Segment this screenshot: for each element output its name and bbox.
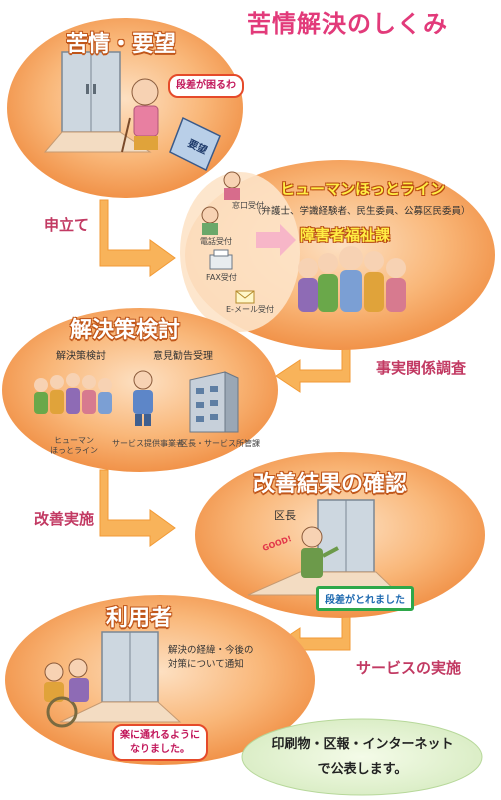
stage3-label-left: 解決策検討 bbox=[56, 351, 106, 362]
transfer-arrow-icon bbox=[256, 224, 296, 256]
fax-reception-icon bbox=[209, 249, 233, 270]
step-label-mosimate: 申立て bbox=[44, 216, 90, 234]
hotline-members-icon bbox=[34, 373, 112, 414]
publish-ellipse bbox=[241, 718, 483, 796]
service-provider-icon bbox=[133, 370, 153, 426]
stage3-label-right: 意見勧告受理 bbox=[153, 351, 213, 362]
ward-mayor-label: 区長 bbox=[274, 509, 296, 522]
wheelchair-user-icon bbox=[44, 658, 89, 728]
request-paper-icon bbox=[169, 116, 221, 172]
publish-line2: で公表します。 bbox=[317, 761, 408, 777]
channel-fax-label: FAX受付 bbox=[206, 273, 237, 282]
welfare-dept-heading: 障害者福祉課 bbox=[300, 226, 391, 244]
welfare-staff-group-icon bbox=[298, 246, 406, 312]
office-caption: 区長・サービス所管課 bbox=[180, 439, 260, 448]
ward-office-building-icon bbox=[189, 371, 239, 433]
stage1-speech-bubble: 段差が困るわ bbox=[168, 74, 244, 98]
counter-reception-icon bbox=[223, 171, 241, 200]
stage1-heading: 苦情・要望 bbox=[66, 32, 177, 57]
channel-email-label: E-メール受付 bbox=[226, 305, 274, 314]
step-label-fact-check: 事実関係調査 bbox=[376, 359, 467, 377]
channel-phone-label: 電話受付 bbox=[200, 237, 232, 246]
stage4-result-bubble: 段差がとれました bbox=[316, 586, 414, 611]
diagram-title: 苦情解決のしくみ bbox=[247, 10, 448, 38]
provider-caption: サービス提供事業者 bbox=[112, 439, 184, 448]
stage4-heading: 改善結果の確認 bbox=[253, 472, 408, 497]
publish-line1: 印刷物・区報・インターネット bbox=[271, 737, 454, 752]
hotline-members: （弁護士、学識経験者、民生委員、公募区民委員） bbox=[252, 206, 471, 217]
stage5-door-icon bbox=[59, 631, 182, 723]
ward-mayor-icon bbox=[301, 526, 339, 578]
email-reception-icon bbox=[235, 290, 255, 304]
flow-arrow-improve bbox=[99, 469, 176, 547]
elderly-woman-icon bbox=[121, 78, 159, 153]
stage3-heading: 解決策検討 bbox=[70, 318, 181, 343]
stage5-user-bubble: 楽に通れるように なりました。 bbox=[112, 724, 208, 761]
stage1-door-icon bbox=[43, 51, 152, 153]
stage5-heading: 利用者 bbox=[106, 606, 173, 631]
channel-counter-label: 窓口受付 bbox=[232, 201, 264, 210]
hotline-caption: ヒューマン ほっとライン bbox=[50, 436, 98, 456]
hotline-heading: ヒューマンほっとライン bbox=[280, 180, 446, 198]
flow-arrow-fact bbox=[275, 329, 351, 393]
notice-text: 解決の経緯・今後の 対策について通知 bbox=[168, 645, 254, 670]
phone-reception-icon bbox=[201, 206, 219, 235]
step-label-improve: 改善実施 bbox=[34, 510, 95, 528]
flow-arrow-mosimate bbox=[99, 199, 176, 277]
step-label-service: サービスの実施 bbox=[356, 659, 462, 677]
publish-text: 印刷物・区報・インターネット で公表します。 bbox=[250, 733, 475, 782]
